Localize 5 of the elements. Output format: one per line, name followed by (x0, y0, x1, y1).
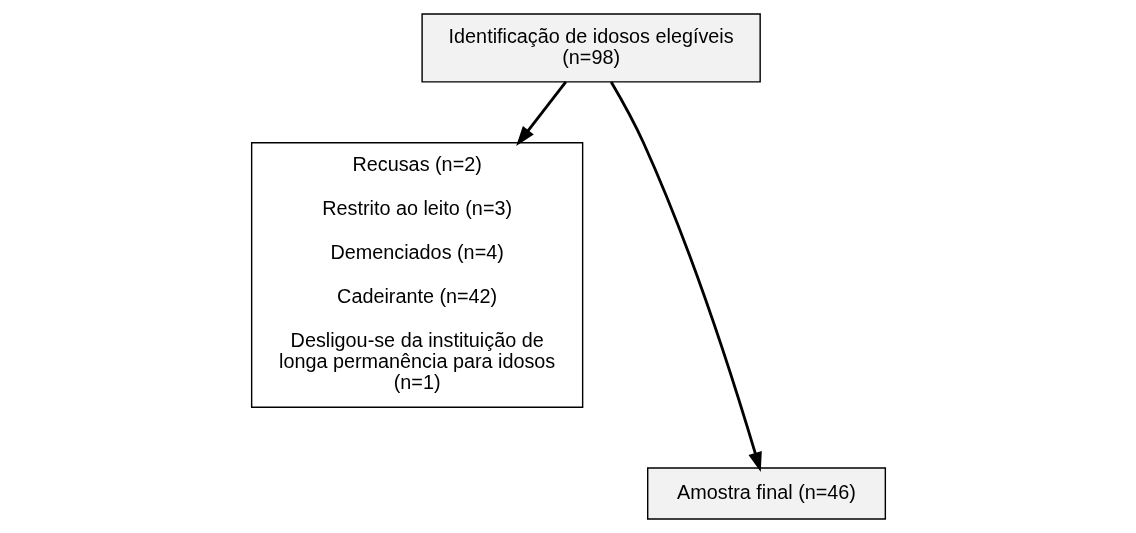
arrow (515, 81, 567, 146)
node-box: Amostra final (n=46) (646, 467, 886, 520)
node-box: Recusas (n=2) Restrito ao leito (n=3) Demenciados (n=4) Cadeirante (n=42) Desligou-se da instituição de longa permanência para idosos (n=1) (250, 142, 583, 408)
node-box: Identificação de idosos elegíveis (n=98) (420, 13, 761, 83)
arrow (609, 81, 762, 472)
